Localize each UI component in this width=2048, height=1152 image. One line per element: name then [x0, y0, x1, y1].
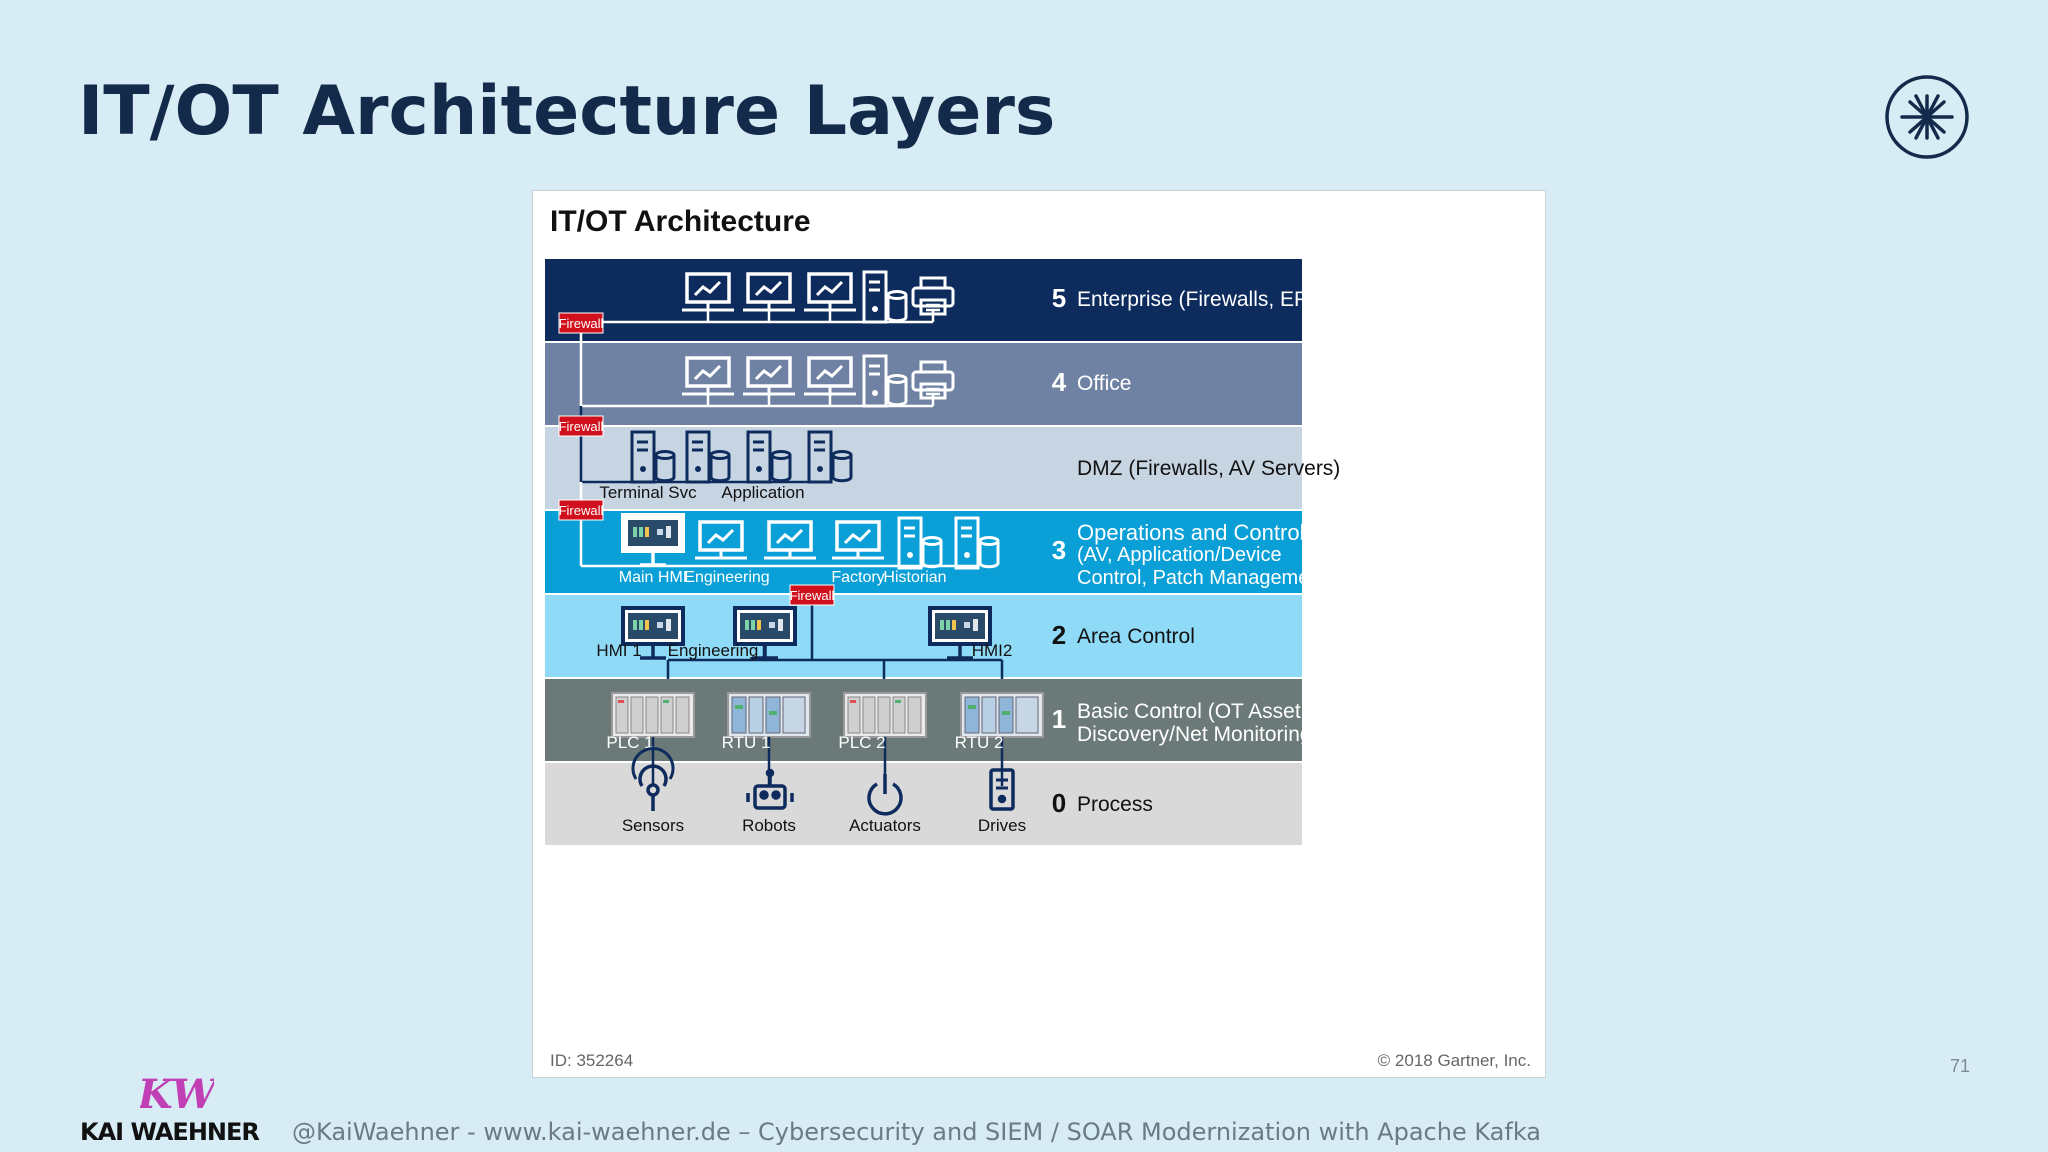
rtu-icon: [960, 692, 1044, 738]
layer-1-label-line2: Discovery/Net Monitoring): [1077, 723, 1319, 746]
layer-4-label: Office: [1077, 372, 1131, 395]
drive-icon: [989, 768, 1015, 811]
layer-0-label: Process: [1077, 793, 1153, 816]
layer-labels: 5 Enterprise (Firewalls, EPPs) 4 Office …: [1052, 283, 1341, 818]
label-robots: Robots: [742, 816, 796, 835]
label-drives: Drives: [978, 816, 1026, 835]
layer-1-number: 1: [1052, 704, 1066, 734]
label-engineering-ops: Engineering: [684, 569, 769, 586]
dmz-devices: Terminal Svc Application: [579, 406, 853, 502]
brand-logo-icon: [1885, 75, 1969, 159]
label-sensors: Sensors: [622, 816, 684, 835]
layer-4-number: 4: [1052, 367, 1067, 397]
figure-id: ID: 352264: [550, 1051, 634, 1070]
svg-text:Firewall: Firewall: [559, 316, 604, 331]
layer-dmz-band: [545, 427, 1302, 509]
rtu-icon: [727, 692, 811, 738]
sensor-icon: [631, 747, 675, 811]
firewall-badge: Firewall: [558, 499, 604, 521]
layer-5-label: Enterprise (Firewalls, EPPs): [1077, 288, 1340, 311]
layer-1-label-line1: Basic Control (OT Asset: [1077, 700, 1301, 723]
label-factory: Factory: [831, 569, 884, 586]
firewall-badge: Firewall: [558, 312, 604, 334]
label-terminal-svc: Terminal Svc: [599, 483, 697, 502]
label-plc2: PLC 2: [838, 733, 885, 752]
layer-5-number: 5: [1052, 283, 1066, 313]
figure-copyright: © 2018 Gartner, Inc.: [1377, 1051, 1531, 1070]
label-application: Application: [721, 483, 804, 502]
robot-icon: [746, 768, 794, 810]
process-devices: [631, 747, 1015, 816]
svg-text:KW: KW: [140, 1071, 214, 1114]
operations-devices: Main HMI Engineering Factory Historian: [579, 482, 1000, 586]
layer-dmz-label: DMZ (Firewalls, AV Servers): [1077, 457, 1340, 480]
layer-3-label-line3: Control, Patch Management): [1077, 567, 1333, 589]
architecture-diagram: Terminal Svc Application Main HMI Engine…: [545, 259, 1341, 845]
figure-title: IT/OT Architecture: [550, 205, 811, 238]
plc-icon: [611, 692, 695, 738]
layer-2-number: 2: [1052, 620, 1066, 650]
office-devices: [579, 322, 955, 408]
label-historian: Historian: [883, 569, 946, 586]
label-rtu1: RTU 1: [722, 733, 771, 752]
label-hmi2: HMI2: [972, 641, 1013, 660]
figure-panel: IT/OT Architecture: [532, 190, 1546, 1078]
label-actuators: Actuators: [849, 816, 921, 835]
label-hmi1: HMI 1: [596, 641, 641, 660]
label-engineering-area: Engineering: [668, 641, 759, 660]
area-control-devices: HMI 1 Engineering HMI2: [596, 599, 1012, 679]
label-plc1: PLC 1: [606, 733, 653, 752]
enterprise-devices: [581, 270, 955, 324]
svg-text:Firewall: Firewall: [559, 503, 604, 518]
label-main-hmi: Main HMI: [619, 569, 687, 586]
actuator-icon: [867, 774, 903, 816]
slide-title: IT/OT Architecture Layers: [78, 72, 1056, 151]
layer-2-label: Area Control: [1077, 625, 1195, 648]
plc-icon: [843, 692, 927, 738]
firewall-badge: Firewall: [789, 584, 835, 606]
svg-text:Firewall: Firewall: [790, 588, 835, 603]
layer-3-label-line1: Operations and Control: [1077, 520, 1304, 545]
brand-name: KAI WAEHNER: [80, 1118, 260, 1146]
page-number: 71: [1950, 1056, 1971, 1076]
layer-0-number: 0: [1052, 788, 1066, 818]
firewall-badge: Firewall: [558, 415, 604, 437]
layer-3-number: 3: [1052, 535, 1066, 565]
footer-text: @KaiWaehner - www.kai-waehner.de – Cyber…: [292, 1118, 1541, 1146]
svg-text:Firewall: Firewall: [559, 419, 604, 434]
label-rtu2: RTU 2: [955, 733, 1004, 752]
layer-3-label-line2: (AV, Application/Device: [1077, 544, 1282, 566]
brand-monogram-logo: KW: [140, 1071, 214, 1114]
